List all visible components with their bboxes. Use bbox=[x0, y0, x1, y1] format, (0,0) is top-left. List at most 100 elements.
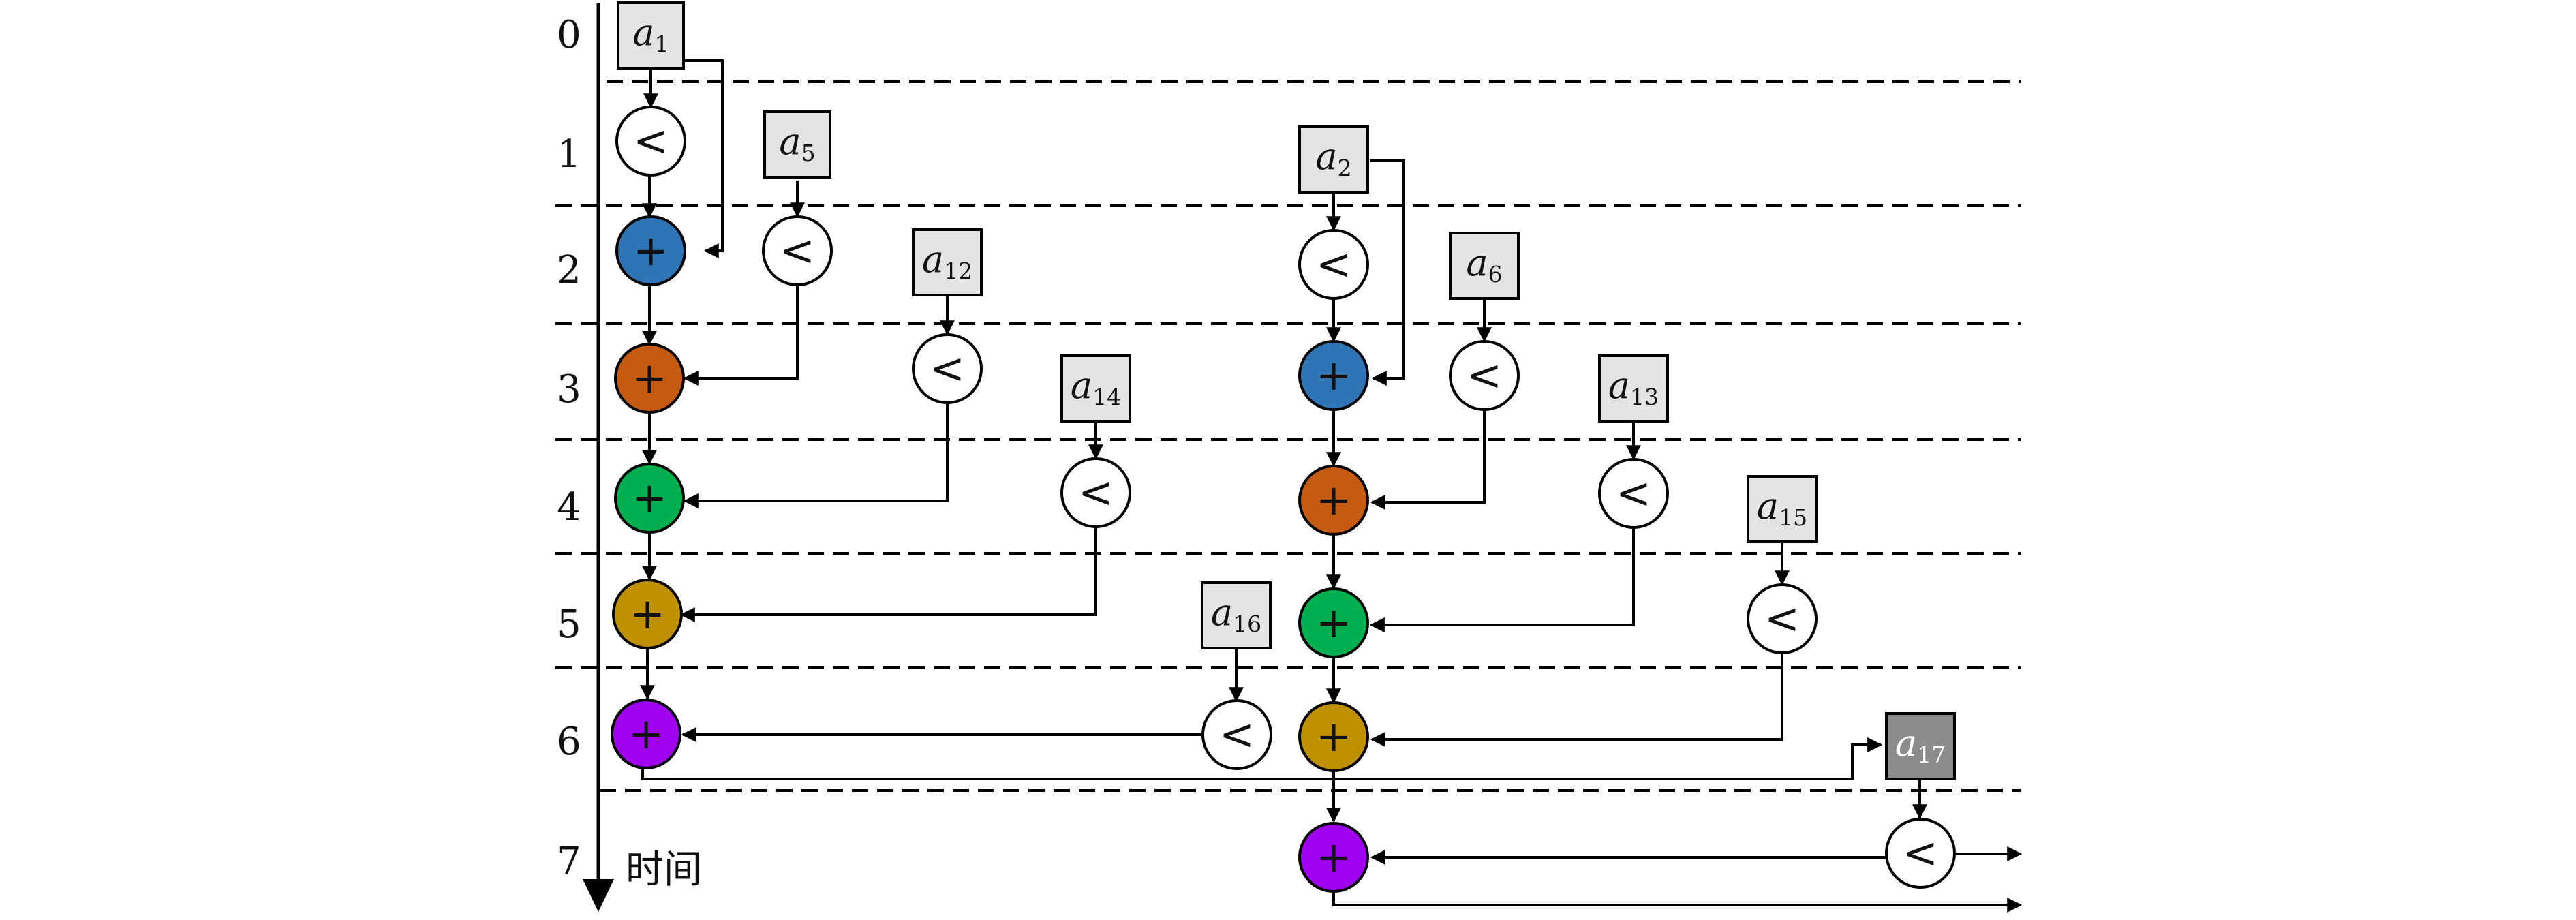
edge bbox=[1370, 410, 1486, 510]
add-symbol: + bbox=[1316, 598, 1351, 647]
add-symbol: + bbox=[630, 589, 665, 639]
input-index: 17 bbox=[1917, 741, 1946, 768]
svg-text:a15: a15 bbox=[1757, 485, 1807, 531]
comparator-node: < bbox=[1298, 229, 1369, 300]
adder-fill bbox=[614, 463, 685, 534]
input-letter: a bbox=[922, 238, 944, 281]
add-symbol: + bbox=[632, 473, 667, 523]
inputs: a1 a5 a12 a14 a16 a2 a6 a13 bbox=[617, 1, 1956, 780]
comparator-node: < bbox=[1598, 458, 1669, 529]
adder-node: + bbox=[614, 463, 685, 534]
comparator-node: < bbox=[1201, 699, 1272, 770]
comparator-node: < bbox=[1747, 583, 1818, 654]
step-label-4: 4 bbox=[557, 485, 581, 530]
adder-fill bbox=[1298, 587, 1369, 658]
edge bbox=[684, 59, 724, 258]
input-box-a6: a6 bbox=[1449, 232, 1520, 300]
adder-fill bbox=[615, 215, 686, 286]
step-label-7: 7 bbox=[557, 840, 581, 884]
comparator-node: < bbox=[1449, 340, 1520, 411]
compare-symbol: < bbox=[930, 343, 965, 393]
input-box-a17: a17 bbox=[1885, 712, 1956, 780]
comparator-node: < bbox=[1060, 457, 1131, 528]
adder-fill bbox=[1298, 701, 1369, 772]
input-index: 2 bbox=[1338, 155, 1352, 181]
adder-fill bbox=[612, 579, 683, 649]
edge bbox=[1370, 159, 1405, 386]
add-symbol: + bbox=[1316, 350, 1351, 400]
comparator-node: < bbox=[615, 106, 686, 177]
adder-fill bbox=[1298, 340, 1369, 411]
input-box-a2: a2 bbox=[1298, 125, 1369, 194]
time-axis-arrowhead bbox=[583, 879, 614, 912]
compare-symbol: < bbox=[1616, 468, 1651, 518]
input-letter: a bbox=[1211, 591, 1233, 634]
input-index: 1 bbox=[655, 31, 669, 57]
add-symbol: + bbox=[1316, 832, 1351, 882]
add-symbol: + bbox=[1316, 475, 1351, 525]
input-letter: a bbox=[1466, 241, 1488, 284]
adder-node: + bbox=[1298, 340, 1369, 411]
input-index: 6 bbox=[1488, 261, 1503, 288]
time-axis-label: 时间 bbox=[626, 848, 702, 892]
step-label-6: 6 bbox=[557, 720, 581, 764]
input-index: 16 bbox=[1233, 611, 1261, 637]
input-index: 15 bbox=[1779, 504, 1807, 531]
adder-fill bbox=[1298, 822, 1369, 893]
input-index: 5 bbox=[801, 140, 816, 166]
add-symbol: + bbox=[633, 226, 669, 275]
edges bbox=[640, 59, 2023, 913]
compare-symbol: < bbox=[1467, 350, 1502, 400]
compare-symbol: < bbox=[1903, 828, 1938, 878]
input-letter: a bbox=[779, 120, 801, 163]
comparators: < < < < < < < < < < bbox=[615, 106, 1956, 889]
compare-symbol: < bbox=[1219, 709, 1255, 759]
input-letter: a bbox=[1071, 364, 1092, 407]
input-index: 14 bbox=[1092, 384, 1121, 410]
edge bbox=[679, 527, 1097, 622]
add-symbol: + bbox=[628, 709, 664, 758]
edge bbox=[641, 737, 1883, 780]
input-letter: a bbox=[1608, 364, 1630, 407]
svg-text:a2: a2 bbox=[1315, 135, 1351, 181]
step-label-0: 0 bbox=[557, 13, 581, 57]
compare-symbol: < bbox=[1764, 594, 1800, 643]
input-box-a16: a16 bbox=[1201, 581, 1272, 649]
time-axis: 0 1 2 3 4 5 6 7 时间 bbox=[557, 3, 702, 912]
input-box-a1: a1 bbox=[617, 1, 685, 70]
step-separators bbox=[555, 80, 2021, 792]
edge bbox=[683, 286, 799, 386]
adder-node: + bbox=[612, 579, 683, 649]
step-label-3: 3 bbox=[557, 367, 581, 412]
adder-fill bbox=[1298, 465, 1369, 536]
comparator-node: < bbox=[1885, 818, 1956, 889]
compare-symbol: < bbox=[780, 226, 815, 275]
svg-text:a6: a6 bbox=[1466, 241, 1502, 288]
adder-node: + bbox=[1298, 822, 1369, 893]
input-box-a15: a15 bbox=[1747, 475, 1818, 543]
compare-symbol: < bbox=[633, 116, 669, 166]
adder-node: + bbox=[611, 699, 681, 769]
svg-text:a1: a1 bbox=[632, 11, 669, 57]
comparator-node: < bbox=[762, 215, 833, 286]
adders: + + + + + + + + + + bbox=[611, 215, 1369, 893]
adder-fill bbox=[611, 699, 681, 769]
svg-text:a13: a13 bbox=[1608, 364, 1659, 410]
input-box-a13: a13 bbox=[1598, 354, 1669, 423]
add-symbol: + bbox=[632, 353, 667, 403]
step-label-5: 5 bbox=[557, 602, 581, 647]
step-label-1: 1 bbox=[557, 132, 581, 177]
comparator-node: < bbox=[912, 333, 983, 404]
adder-node: + bbox=[1298, 587, 1369, 658]
compare-symbol: < bbox=[1078, 467, 1114, 517]
input-letter: a bbox=[1315, 135, 1337, 178]
edge bbox=[1369, 528, 1635, 632]
input-letter: a bbox=[1895, 722, 1917, 765]
svg-text:a12: a12 bbox=[922, 238, 972, 284]
edge bbox=[1332, 893, 2023, 913]
adder-node: + bbox=[1298, 701, 1369, 772]
edge bbox=[1370, 654, 1783, 747]
adder-fill bbox=[614, 343, 685, 414]
